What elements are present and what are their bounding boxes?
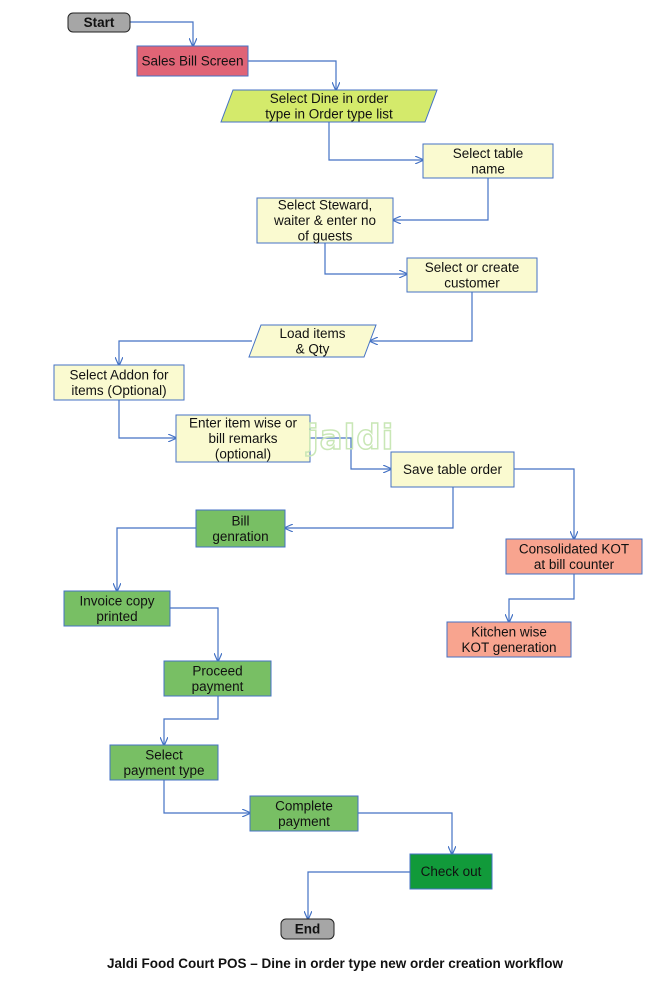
node-label-sales-bill-screen: Sales Bill Screen (141, 54, 243, 69)
node-label-select-payment-type: Select (145, 747, 183, 762)
node-shape-bill-generation (195, 509, 286, 548)
node-start: Start (67, 12, 131, 33)
node-label-item-remarks: bill remarks (208, 431, 277, 446)
connector-sales-bill-to-dine-in (248, 60, 336, 90)
node-check-out: Check out (409, 853, 493, 890)
node-shape-end (280, 918, 335, 940)
node-label-select-dine-in: type in Order type list (265, 106, 393, 121)
node-label-select-customer: Select or create (425, 260, 520, 275)
node-label-item-remarks: Enter item wise or (189, 416, 298, 431)
node-label-kitchen-kot: Kitchen wise (471, 624, 547, 639)
node-shape-select-table-name (422, 143, 554, 179)
node-label-start: Start (84, 15, 115, 30)
node-label-invoice-printed: Invoice copy (79, 593, 154, 608)
node-label-check-out: Check out (421, 864, 482, 879)
node-label-select-addon: Select Addon for (69, 367, 169, 382)
node-sales-bill-screen: Sales Bill Screen (136, 45, 249, 77)
node-label-select-payment-type: payment type (123, 763, 204, 778)
connector-customer-to-load-items (370, 292, 473, 341)
node-label-bill-generation: genration (212, 529, 268, 544)
node-label-select-steward: Select Steward, (278, 198, 373, 213)
node-label-select-steward: of guests (298, 229, 353, 244)
connector-checkout-to-end (308, 871, 410, 919)
connector-invoice-to-proceed (170, 607, 218, 661)
node-shape-sales-bill-screen (136, 45, 249, 77)
node-label-select-steward: waiter & enter no (273, 213, 376, 228)
node-label-save-table-order: Save table order (403, 462, 503, 477)
node-label-invoice-printed: printed (96, 609, 137, 624)
connector-complete-to-checkout (358, 812, 452, 854)
node-label-proceed-payment: Proceed (192, 663, 242, 678)
node-label-consolidated-kot: at bill counter (534, 557, 615, 572)
node-label-bill-generation: Bill (231, 513, 249, 528)
node-label-proceed-payment: payment (192, 679, 244, 694)
node-label-kitchen-kot: KOT generation (461, 640, 556, 655)
node-label-item-remarks: (optional) (215, 447, 271, 462)
node-label-select-customer: customer (444, 275, 500, 290)
node-label-select-addon: items (Optional) (71, 383, 166, 398)
node-label-load-items: & Qty (296, 341, 330, 356)
connector-save-to-bill (285, 487, 454, 528)
diagram-caption: Jaldi Food Court POS – Dine in order typ… (106, 956, 564, 971)
node-shape-select-customer (406, 257, 538, 293)
connector-proceed-to-payment-type (164, 696, 219, 745)
node-shape-select-addon (53, 364, 185, 401)
node-label-load-items: Load items (279, 326, 345, 341)
connector-start-to-sales-bill (130, 21, 193, 46)
node-shape-select-steward (256, 197, 394, 244)
node-load-items: Load items& Qty (248, 324, 377, 358)
connector-addon-to-remarks (118, 400, 176, 438)
jaldi-watermark-logo: jaldi (306, 417, 395, 459)
connector-table-to-steward (393, 178, 489, 220)
node-shape-load-items (248, 324, 377, 358)
node-shape-kitchen-kot (446, 621, 572, 658)
node-label-select-table-name: Select table (453, 146, 524, 161)
connector-dine-in-to-table (328, 122, 423, 160)
node-shape-select-dine-in (220, 89, 438, 123)
node-label-end: End (295, 922, 321, 937)
node-label-consolidated-kot: Consolidated KOT (519, 541, 629, 556)
connector-bill-to-invoice (117, 527, 196, 591)
node-shape-save-table-order (390, 451, 515, 488)
connector-remarks-to-save (310, 437, 391, 469)
connector-layer (117, 21, 575, 919)
node-shape-consolidated-kot (505, 538, 643, 575)
connector-steward-to-customer (324, 243, 407, 274)
node-shape-complete-payment (249, 795, 359, 832)
node-end: End (280, 918, 335, 940)
node-save-table-order: Save table order (390, 451, 515, 488)
connector-payment-type-to-complete (163, 780, 250, 813)
node-shape-item-remarks (175, 414, 311, 463)
node-label-complete-payment: Complete (275, 798, 333, 813)
node-label-select-dine-in: Select Dine in order (270, 91, 389, 106)
node-label-select-table-name: name (471, 161, 505, 176)
node-shape-check-out (409, 853, 493, 890)
node-shape-select-payment-type (109, 744, 219, 781)
node-label-complete-payment: payment (278, 814, 330, 829)
node-shape-start (67, 12, 131, 33)
connector-save-to-consolidated-kot (514, 468, 574, 539)
connector-consolidated-to-kitchen (509, 574, 575, 622)
connector-load-items-to-addon (119, 340, 252, 365)
node-shape-invoice-printed (63, 590, 171, 627)
node-shape-proceed-payment (163, 660, 272, 697)
